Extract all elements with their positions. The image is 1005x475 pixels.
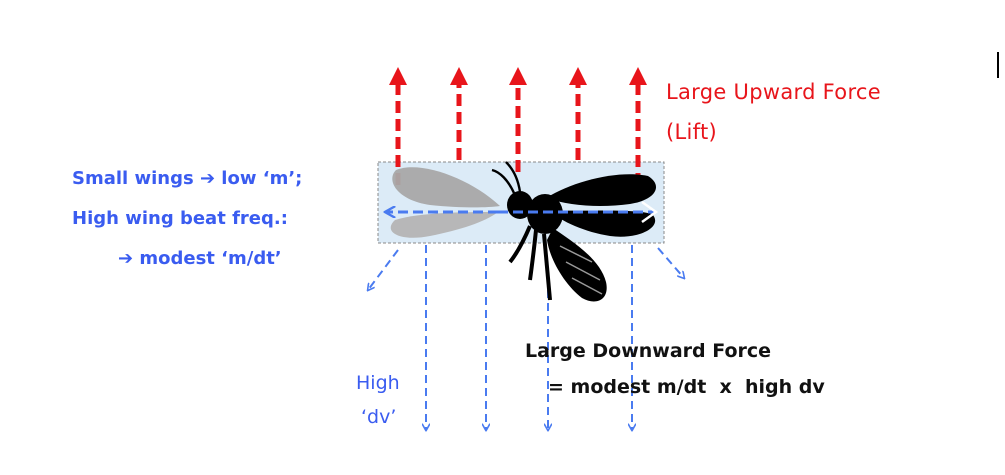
bee-icon	[390, 161, 657, 302]
small-wings-label: Small wings ➔ low ‘m’;	[72, 168, 303, 189]
downwash-arrow-diagonal-right	[657, 247, 684, 278]
downwash-arrow-diagonal-left	[368, 249, 399, 290]
dv-label: ‘dv’	[361, 406, 397, 428]
lift-label: (Lift)	[666, 120, 717, 144]
lift-arrows	[389, 67, 647, 185]
wing-beat-label: High wing beat freq.:	[72, 208, 288, 229]
upward-force-label: Large Upward Force	[666, 80, 881, 104]
downward-force-equation: = modest m/dt x high dv	[548, 376, 825, 398]
modest-mdt-label: ➔ modest ‘m/dt’	[118, 248, 282, 269]
stroke-arrow-right-head	[641, 200, 659, 224]
window-edge	[997, 52, 1005, 78]
downwash-arrows	[368, 245, 684, 430]
high-label: High	[356, 372, 400, 394]
downward-force-label: Large Downward Force	[525, 340, 772, 362]
